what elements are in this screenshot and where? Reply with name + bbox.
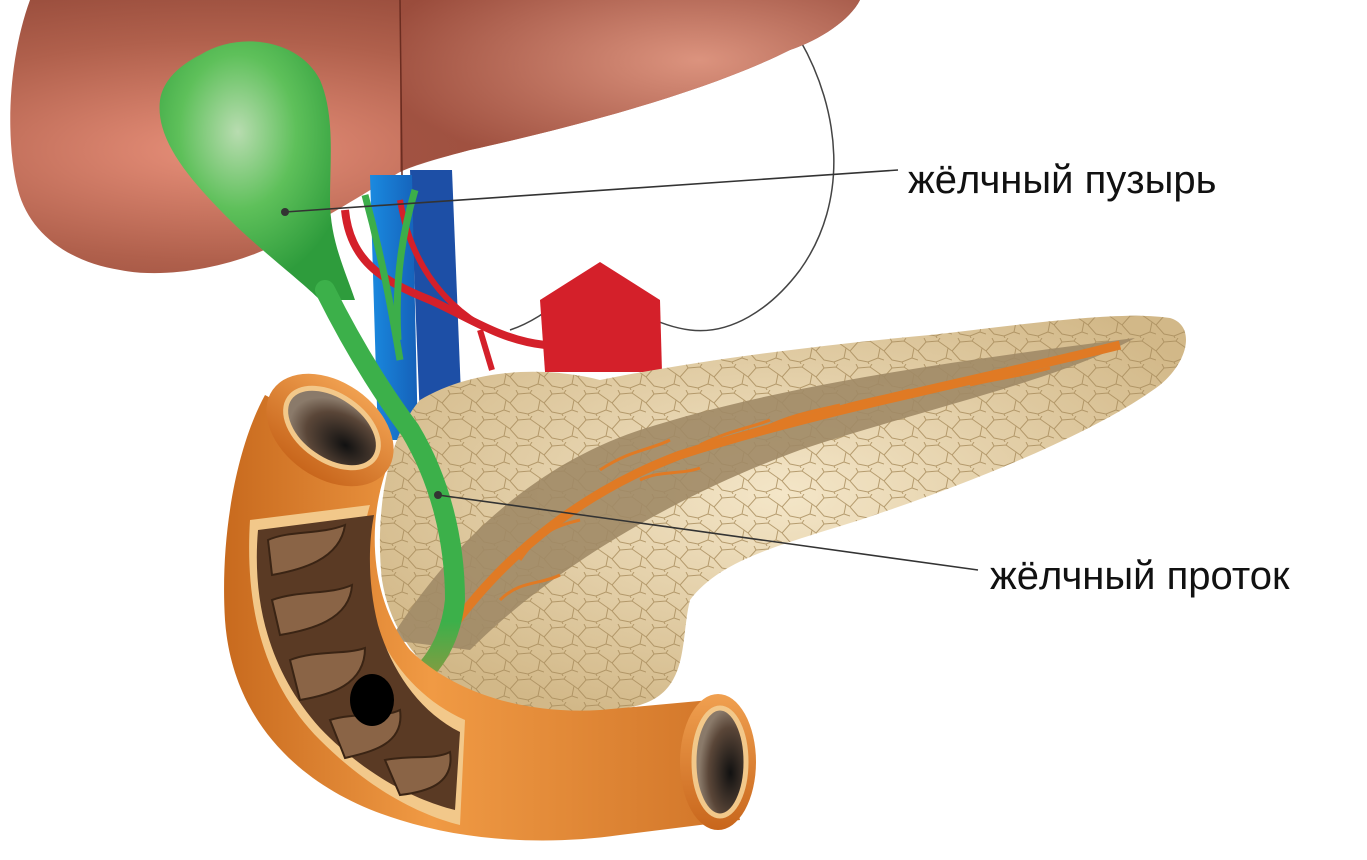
aorta <box>540 262 662 372</box>
leader-dot-bileduct <box>434 491 442 499</box>
ampulla-opening <box>350 674 394 726</box>
artery-branch-2 <box>480 330 492 370</box>
liver-right-lobe <box>400 0 860 172</box>
label-gallbladder: жёлчный пузырь <box>908 160 1216 200</box>
leader-dot-gallbladder <box>281 208 289 216</box>
duodenum-right-lumen <box>694 708 746 816</box>
label-bile-duct: жёлчный проток <box>990 556 1290 596</box>
